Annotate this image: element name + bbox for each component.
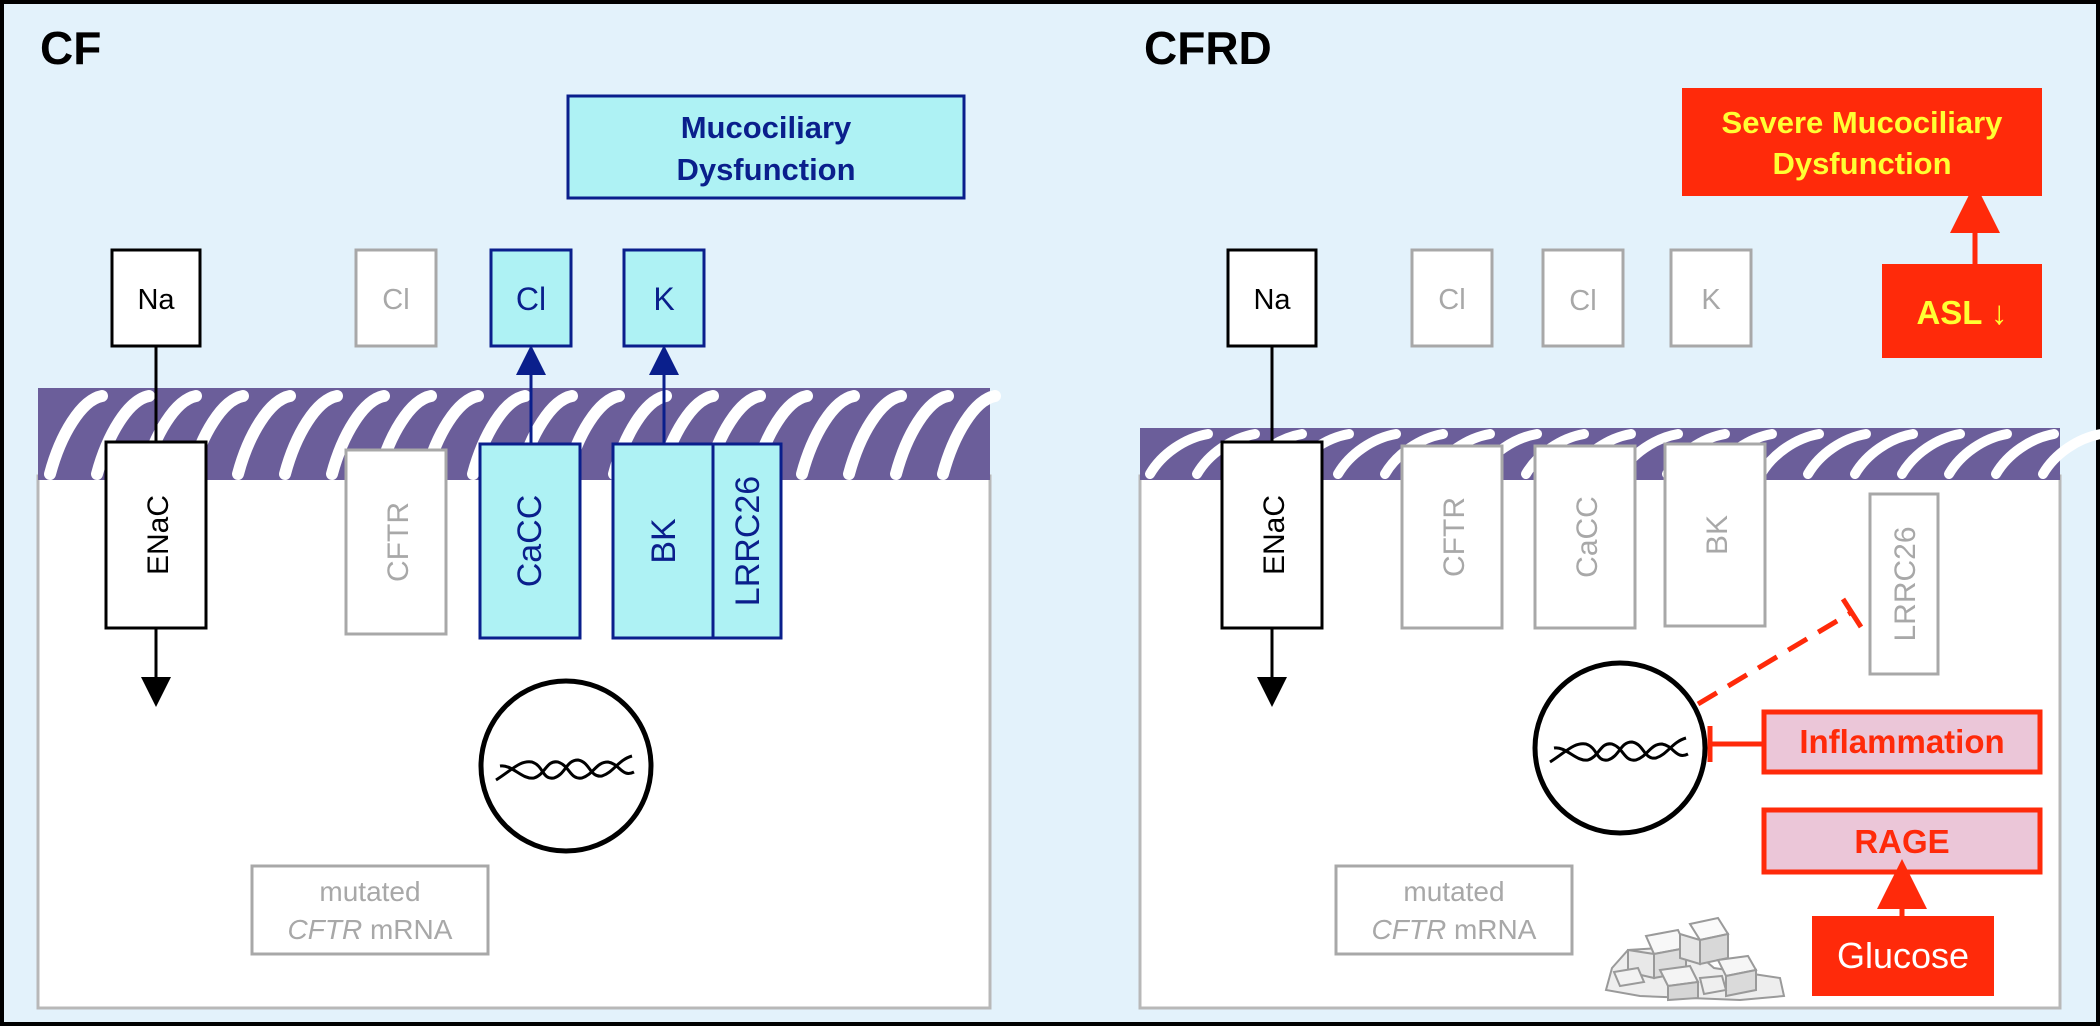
- cfrd-bk-box: [1663, 442, 1767, 628]
- cfrd-k-box: [1669, 248, 1753, 348]
- cf-lrrc26-box: [711, 442, 783, 640]
- cfrd-lrrc26-label: LRRC26: [1889, 526, 1922, 641]
- cf-lrrc26-label: LRRC26: [729, 476, 767, 606]
- cfrd-lrrc26-inhibition-line: [1696, 609, 1854, 707]
- cfrd-cl-cacc-label: Cl: [1569, 285, 1596, 317]
- cilium: [326, 390, 390, 480]
- cilium: [1944, 429, 2012, 479]
- cfrd-cftr-label: CFTR: [1438, 497, 1471, 577]
- cf-dna-strand-2: [499, 760, 635, 780]
- cilium: [279, 390, 343, 480]
- cf-k-label: K: [653, 281, 674, 317]
- cf-na-label: Na: [137, 284, 175, 316]
- cilium: [937, 390, 1001, 480]
- cf-cftr-box: [344, 448, 448, 636]
- cfrd-lrrc26-box: [1868, 492, 1940, 676]
- cfrd-mrna-gene: CFTR: [1372, 914, 1447, 945]
- cfrd-cl-cftr-box: [1410, 248, 1494, 348]
- cfrd-cacc-box: [1533, 444, 1637, 630]
- cf-na-ion-box: [110, 248, 202, 348]
- cilium: [1803, 429, 1871, 479]
- cilium: [232, 390, 296, 480]
- cf-mrna-line1: mutated: [319, 876, 420, 907]
- cilium: [44, 390, 108, 480]
- cilium: [1850, 429, 1918, 479]
- cfrd-mrna-box: [1334, 864, 1574, 956]
- cf-panel-title: CF: [40, 22, 101, 74]
- cfrd-asl-label: ASL ↓: [1916, 294, 2007, 331]
- cfrd-glucose-box: [1812, 916, 1994, 996]
- cf-outcome-line1: Mucociliary: [681, 110, 852, 145]
- cf-cacc-label: CaCC: [511, 495, 549, 588]
- cf-mucociliary-dysfunction-box: Mucociliary Dysfunction: [566, 94, 966, 200]
- cfrd-k-label: K: [1701, 284, 1721, 316]
- cf-nucleus: [478, 678, 654, 854]
- cfrd-severe-dysfunction-box: Severe Mucociliary Dysfunction: [1682, 88, 2042, 196]
- cfrd-cl-cacc-box: [1541, 248, 1625, 348]
- cfrd-lrrc26-inhibition-bar: [1840, 597, 1864, 629]
- cfrd-mrna-line2: CFTR mRNA: [1372, 914, 1537, 945]
- cf-cl-inactive-box: [354, 248, 438, 348]
- cfrd-bk-label: BK: [1701, 515, 1734, 555]
- cfrd-outcome-line1: Severe Mucociliary: [1722, 105, 2004, 140]
- cilium: [1333, 429, 1401, 479]
- cfrd-enac-box: [1220, 440, 1324, 630]
- cf-bk-box: [611, 442, 715, 640]
- cfrd-mrna-suffix: mRNA: [1446, 914, 1537, 945]
- cf-mrna-suffix: mRNA: [362, 914, 453, 945]
- cfrd-glucose-label: Glucose: [1837, 935, 1969, 976]
- cilium: [1991, 429, 2059, 479]
- cf-enac-box: [104, 440, 208, 630]
- cfrd-na-label: Na: [1253, 284, 1291, 316]
- cfrd-enac-label: ENaC: [1258, 495, 1291, 575]
- cilium: [2038, 429, 2100, 479]
- cf-cacc-box: [478, 442, 582, 640]
- cf-outcome-line2: Dysfunction: [676, 152, 855, 187]
- cf-k-box: [622, 248, 706, 348]
- cilium: [843, 390, 907, 480]
- cf-cftr-label: CFTR: [382, 502, 415, 582]
- cilium: [91, 390, 155, 480]
- cf-mrna-line2: CFTR mRNA: [288, 914, 453, 945]
- cilium: [1897, 429, 1965, 479]
- cfrd-cacc-label: CaCC: [1571, 496, 1604, 578]
- cfrd-dna-strand-2: [1553, 742, 1689, 762]
- cfrd-na-ion-box: [1226, 248, 1318, 348]
- cf-mrna-box: [250, 864, 490, 956]
- cilium: [890, 390, 954, 480]
- cfrd-inflammation-box: [1761, 709, 2043, 775]
- cf-panel: CF Mucociliary Dysfunction Na Cl Cl K: [36, 22, 1001, 1010]
- cilium: [1145, 429, 1213, 479]
- cfrd-rage-label: RAGE: [1854, 823, 1949, 860]
- cf-cl-active-label: Cl: [516, 281, 546, 317]
- cf-bk-label: BK: [645, 518, 683, 564]
- cfrd-nucleus: [1532, 660, 1708, 836]
- cilium: [796, 390, 860, 480]
- cfrd-inflammation-label: Inflammation: [1799, 723, 2004, 760]
- cf-cl-inactive-label: Cl: [382, 284, 409, 316]
- cf-enac-label: ENaC: [142, 495, 175, 575]
- sugar-cubes-icon: [1604, 916, 1786, 1002]
- cilium: [467, 390, 531, 480]
- cfrd-asl-box: [1882, 264, 2042, 358]
- cfrd-outcome-line2: Dysfunction: [1772, 146, 1951, 181]
- cfrd-cl-cftr-label: Cl: [1438, 284, 1465, 316]
- cfrd-panel-title: CFRD: [1144, 22, 1272, 74]
- cfrd-panel: CFRD Severe Mucociliary Dysfunction ASL …: [1138, 22, 2100, 1010]
- cfrd-cftr-box: [1400, 444, 1504, 630]
- cf-mrna-gene: CFTR: [288, 914, 363, 945]
- cfrd-mrna-line1: mutated: [1403, 876, 1504, 907]
